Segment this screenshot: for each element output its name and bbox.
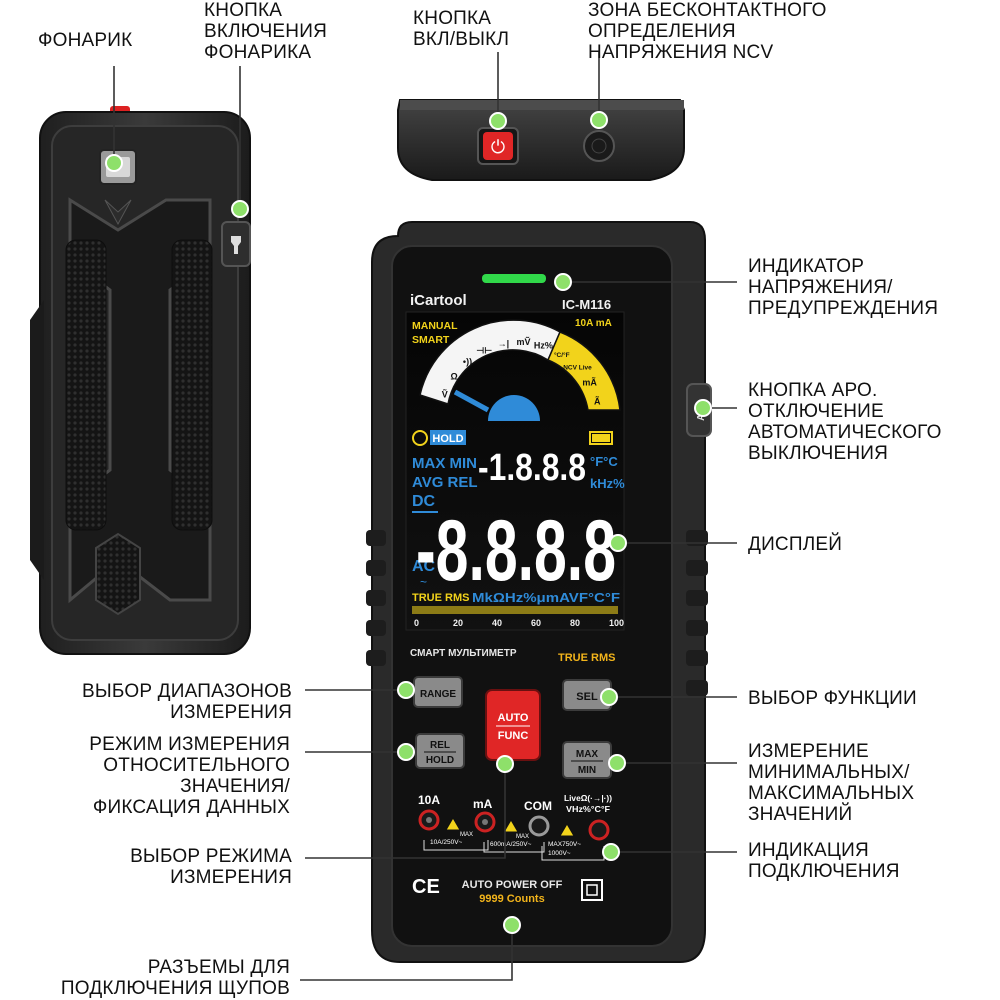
dial-item: •)) bbox=[463, 357, 472, 367]
ncv-sensor bbox=[583, 130, 615, 162]
min-label: MIN bbox=[578, 765, 596, 776]
jack-v-max-rating: MAX750V~ bbox=[548, 841, 581, 848]
label-function-select: ВЫБОР ФУНКЦИИ bbox=[748, 688, 917, 709]
jack-ma-max: MAX bbox=[516, 834, 529, 840]
dial-item: mÃ bbox=[582, 378, 597, 388]
front-view: APO iCartool IC-M116 MANUAL SMART 10A mA… bbox=[366, 221, 712, 963]
jack-10a-rating: 10A/250V~ bbox=[430, 839, 463, 846]
caption-smart-multimeter: СМАРТ МУЛЬТИМЕТР bbox=[410, 648, 517, 659]
jack-vhz-label: VHz%°C°F bbox=[566, 804, 610, 814]
callout-dots bbox=[105, 111, 712, 934]
jack-ma-rating: 600mA/250V~ bbox=[490, 841, 532, 848]
label-flashlight-button: КНОПКА ВКЛЮЧЕНИЯ ФОНАРИКА bbox=[204, 0, 328, 63]
lcd-scale-number: 0 bbox=[414, 618, 419, 628]
caption-true-rms: TRUE RMS bbox=[558, 652, 615, 664]
model-number: IC-M116 bbox=[562, 297, 611, 312]
lcd-dc: DC bbox=[412, 493, 436, 510]
dial-item: Ã bbox=[594, 396, 601, 406]
lcd-true-rms: TRUE RMS bbox=[412, 592, 469, 604]
lcd-hold: HOLD bbox=[432, 433, 463, 445]
dial-labels: ṼΩ •)) ⊣⊢ →| mṼ Hz%°C/°F NCV Live mÃ Ã bbox=[442, 337, 601, 406]
dial-item: mṼ bbox=[516, 337, 530, 347]
label-probe-jacks: РАЗЪЕМЫ ДЛЯ ПОДКЛЮЧЕНИЯ ЩУПОВ bbox=[60, 957, 290, 999]
jack-v bbox=[588, 819, 610, 841]
lcd-scale-number: 100 bbox=[609, 618, 624, 628]
lcd-scale-number: 20 bbox=[453, 618, 463, 628]
label-flashlight: ФОНАРИК bbox=[38, 30, 133, 51]
dial-item: °C/°F bbox=[554, 351, 570, 359]
svg-text:~: ~ bbox=[420, 575, 427, 589]
double-insulation-icon bbox=[581, 879, 603, 901]
sel-button-label: SEL bbox=[576, 691, 598, 703]
jack-v-rating: 1000V~ bbox=[548, 850, 571, 857]
lcd-manual: MANUAL bbox=[412, 320, 458, 332]
jack-10a-max: MAX bbox=[460, 832, 473, 838]
label-min-max: ИЗМЕРЕНИЕ МИНИМАЛЬНЫХ/ МАКСИМАЛЬНЫХ ЗНАЧ… bbox=[748, 741, 915, 825]
lcd-current-units: 10A mA bbox=[575, 318, 612, 329]
range-button-label: RANGE bbox=[420, 689, 456, 700]
rel-label: REL bbox=[430, 740, 450, 751]
lcd-primary-digits: -8.8.8.8 bbox=[416, 503, 616, 599]
lcd-avg-rel: AVG REL bbox=[412, 474, 478, 491]
dial-item: Ṽ bbox=[442, 390, 448, 400]
label-apo-button: КНОПКА АРО. ОТКЛЮЧЕНИЕ АВТОМАТИЧЕСКОГО В… bbox=[748, 380, 942, 464]
jack-ma-label: mA bbox=[473, 797, 493, 811]
jack-live-label: LiveΩ(·→|·)) bbox=[564, 793, 612, 803]
lcd-scale-number: 40 bbox=[492, 618, 502, 628]
lcd-secondary-digits: -1.8.8.8 bbox=[478, 447, 586, 489]
label-power-button: КНОПКА ВКЛ/ВЫКЛ bbox=[413, 8, 510, 50]
lcd-scale: 0 20 40 60 80 100 bbox=[414, 618, 624, 628]
jack-10a-label: 10A bbox=[418, 793, 440, 807]
label-range-select: ВЫБОР ДИАПАЗОНОВ ИЗМЕРЕНИЯ bbox=[82, 681, 292, 723]
ce-mark: CE bbox=[412, 876, 440, 898]
label-ncv-zone: ЗОНА БЕСКОНТАКТНОГО ОПРЕДЕЛЕНИЯ НАПРЯЖЕН… bbox=[588, 0, 827, 63]
dial-item: →| bbox=[498, 339, 510, 349]
auto-func-button bbox=[485, 689, 541, 761]
lcd-temp-unit: °F°C bbox=[590, 454, 618, 469]
rel-hold-button bbox=[415, 733, 465, 769]
lcd-khz: kHz% bbox=[590, 476, 625, 491]
lcd-smart: SMART bbox=[412, 334, 450, 346]
power-symbol: ⏻ bbox=[491, 137, 505, 157]
jack-com-label: COM bbox=[524, 799, 552, 813]
power-button bbox=[483, 132, 513, 160]
jack-com bbox=[528, 815, 550, 837]
label-voltage-indicator: ИНДИКАТОР НАПРЯЖЕНИЯ/ ПРЕДУПРЕЖДЕНИЯ bbox=[748, 256, 939, 319]
brand-logo: iCartool bbox=[410, 292, 467, 309]
top-view: ⏻ bbox=[397, 99, 685, 181]
counts-text: 9999 Counts bbox=[479, 893, 544, 905]
lcd-scale-number: 80 bbox=[570, 618, 580, 628]
dial-item: Hz% bbox=[534, 341, 553, 351]
lcd-scale-number: 60 bbox=[531, 618, 541, 628]
back-view bbox=[30, 106, 251, 655]
lcd-dome bbox=[488, 395, 540, 421]
func-label: FUNC bbox=[498, 730, 529, 742]
battery-icon bbox=[589, 431, 613, 445]
hold-label: HOLD bbox=[426, 755, 454, 766]
lcd-units-row: MkΩHz%μmAVF°C°F bbox=[472, 591, 620, 605]
label-display: ДИСПЛЕЙ bbox=[748, 534, 843, 555]
label-connection-indication: ИНДИКАЦИЯ ПОДКЛЮЧЕНИЯ bbox=[748, 840, 900, 882]
dial-item: ⊣⊢ bbox=[476, 345, 492, 355]
auto-power-off-text: AUTO POWER OFF bbox=[462, 879, 563, 891]
dial-item: Ω bbox=[450, 372, 457, 382]
auto-label: AUTO bbox=[498, 712, 529, 724]
lcd-max-min: MAX MIN bbox=[412, 455, 477, 472]
voltage-led bbox=[482, 274, 546, 283]
label-mode-select: ВЫБОР РЕЖИМА ИЗМЕРЕНИЯ bbox=[130, 846, 292, 888]
dial-item: NCV Live bbox=[563, 364, 592, 371]
lcd-ac: AC bbox=[412, 558, 436, 575]
max-label: MAX bbox=[576, 749, 599, 760]
label-rel-hold: РЕЖИМ ИЗМЕРЕНИЯ ОТНОСИТЕЛЬНОГО ЗНАЧЕНИЯ/… bbox=[89, 734, 290, 818]
dial-yellow-segment bbox=[547, 331, 621, 411]
apo-icon bbox=[412, 430, 428, 446]
